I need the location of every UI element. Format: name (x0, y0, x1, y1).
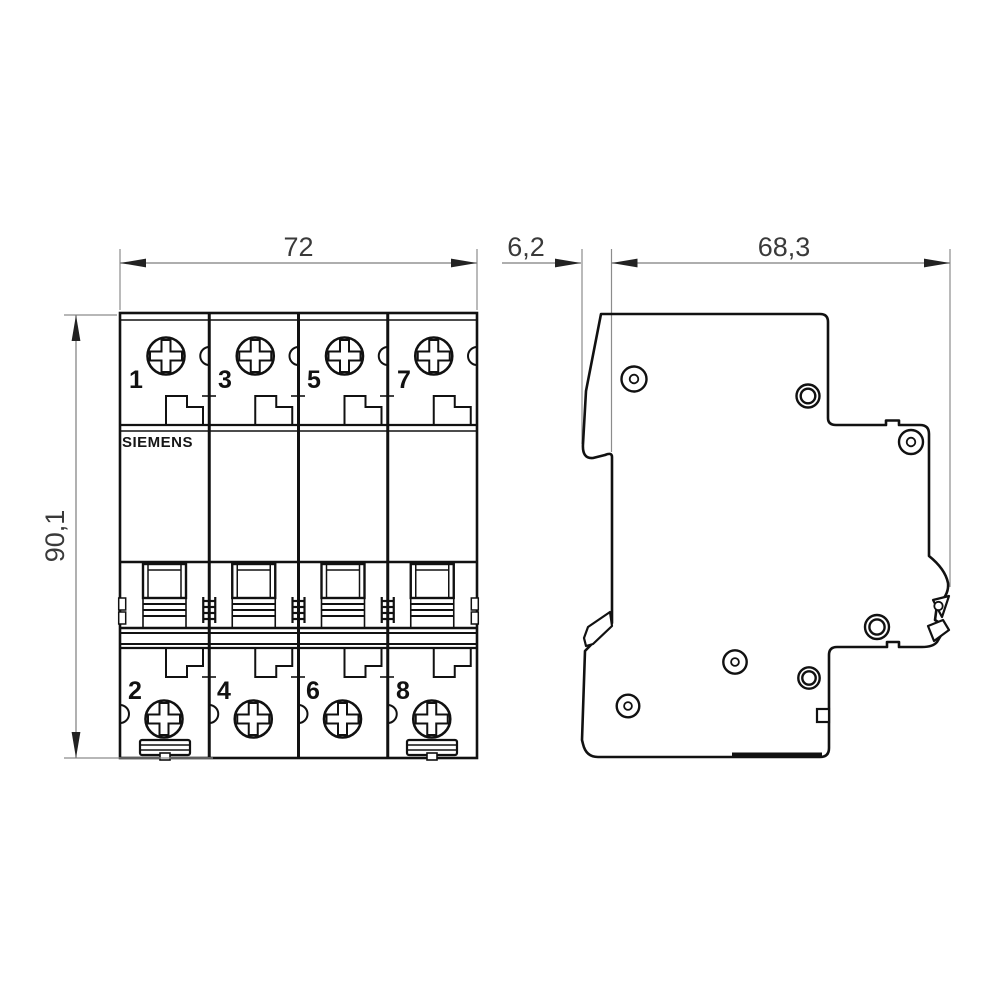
rivet-double (797, 666, 821, 690)
dim-rail-offset-label: 6,2 (507, 232, 545, 262)
dim-width-label: 72 (283, 232, 313, 262)
terminal-screw-3 (235, 336, 276, 376)
terminal-label-4: 4 (217, 677, 231, 705)
notch (199, 346, 210, 366)
terminal-screw-6 (322, 699, 363, 739)
terminal-label-5: 5 (307, 366, 321, 394)
side-view-outline (580, 312, 950, 759)
terminal-screw-4 (233, 699, 274, 739)
dimension-depth: 68,3 (611, 232, 950, 268)
rear-edge-tab (815, 707, 831, 724)
dimension-height: 90,1 (40, 314, 213, 759)
siemens-logo: SIEMENS (122, 434, 193, 451)
terminal-screw-8 (411, 699, 452, 739)
dim-height-label: 90,1 (40, 510, 70, 563)
rivet (620, 365, 648, 393)
notch (467, 346, 478, 366)
terminal-label-7: 7 (397, 366, 411, 394)
edge-tab (470, 611, 480, 625)
latch-hook-pin (933, 600, 944, 612)
dimension-width: 72 (119, 232, 478, 310)
terminal-screw-2 (144, 699, 184, 739)
arrowhead-right (451, 258, 477, 268)
arrowhead-down (71, 732, 81, 758)
edge-tab (117, 597, 127, 611)
notch (377, 346, 388, 366)
dimension-annotations: 72 90,1 6,2 68,3 (40, 232, 950, 759)
notch (387, 704, 398, 724)
rivet (722, 649, 748, 675)
rivet-double (795, 383, 821, 409)
terminal-screw-5 (324, 336, 365, 376)
rivet (615, 693, 641, 719)
dimension-rail-offset: 6,2 (502, 232, 581, 268)
edge-tab (470, 597, 480, 611)
terminal-label-6: 6 (306, 677, 320, 705)
notch (119, 704, 130, 724)
rivet (897, 428, 925, 456)
terminal-label-2: 2 (128, 677, 142, 705)
notch (298, 704, 309, 724)
din-release-tab (582, 610, 614, 648)
arrowhead-right (555, 258, 581, 268)
terminal-screw-7 (413, 336, 454, 376)
notch (288, 346, 299, 366)
rivet-double (863, 613, 891, 641)
terminal-label-8: 8 (396, 677, 410, 705)
arrowhead-left (611, 258, 638, 268)
edge-tab (117, 611, 127, 625)
arrowhead-left (120, 258, 146, 268)
arrowhead-up (71, 315, 81, 341)
terminal-label-3: 3 (218, 366, 232, 394)
latch-tab (926, 618, 951, 643)
side-view (580, 249, 951, 759)
front-view: 1 3 5 7 2 4 6 8 SIEMENS (117, 311, 480, 762)
terminal-screw-1 (146, 336, 186, 376)
dim-depth-label: 68,3 (758, 232, 811, 262)
notch (209, 704, 220, 724)
terminal-label-1: 1 (129, 366, 143, 394)
arrowhead-right (924, 258, 950, 268)
